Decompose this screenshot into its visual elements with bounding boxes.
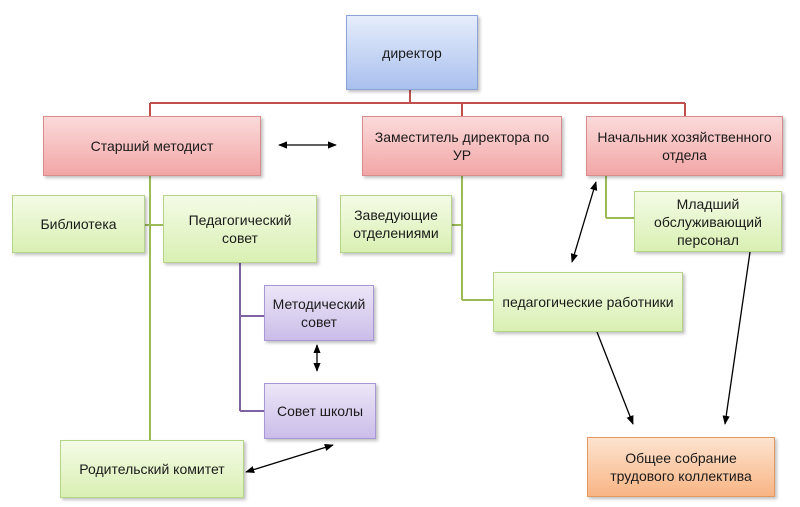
relation-arrows bbox=[245, 141, 751, 474]
parent-committee-box: Родительский комитет bbox=[60, 440, 244, 498]
library-box: Библиотека bbox=[12, 195, 145, 253]
junior-staff-box: Младший обслуживающий персонал bbox=[634, 191, 782, 252]
director-connectors bbox=[149, 90, 686, 116]
green-connectors bbox=[145, 176, 634, 440]
method-council-box: Методический совет bbox=[264, 285, 374, 341]
dept-heads-box: Заведующие отделениями bbox=[340, 195, 452, 253]
director-box: директор bbox=[346, 15, 478, 90]
general-meeting-box: Общее собрание трудового коллектива bbox=[587, 437, 775, 497]
purple-connectors bbox=[239, 263, 264, 412]
school-council-box: Совет школы bbox=[264, 383, 376, 439]
ped-council-box: Педагогический совет bbox=[163, 195, 317, 263]
head-household-box: Начальник хозяйственного отдела bbox=[586, 116, 783, 176]
deputy-director-box: Заместитель директора по УР bbox=[362, 116, 562, 176]
ped-workers-box: педагогические работники bbox=[493, 272, 683, 332]
senior-methodist-box: Старший методист bbox=[43, 116, 261, 176]
